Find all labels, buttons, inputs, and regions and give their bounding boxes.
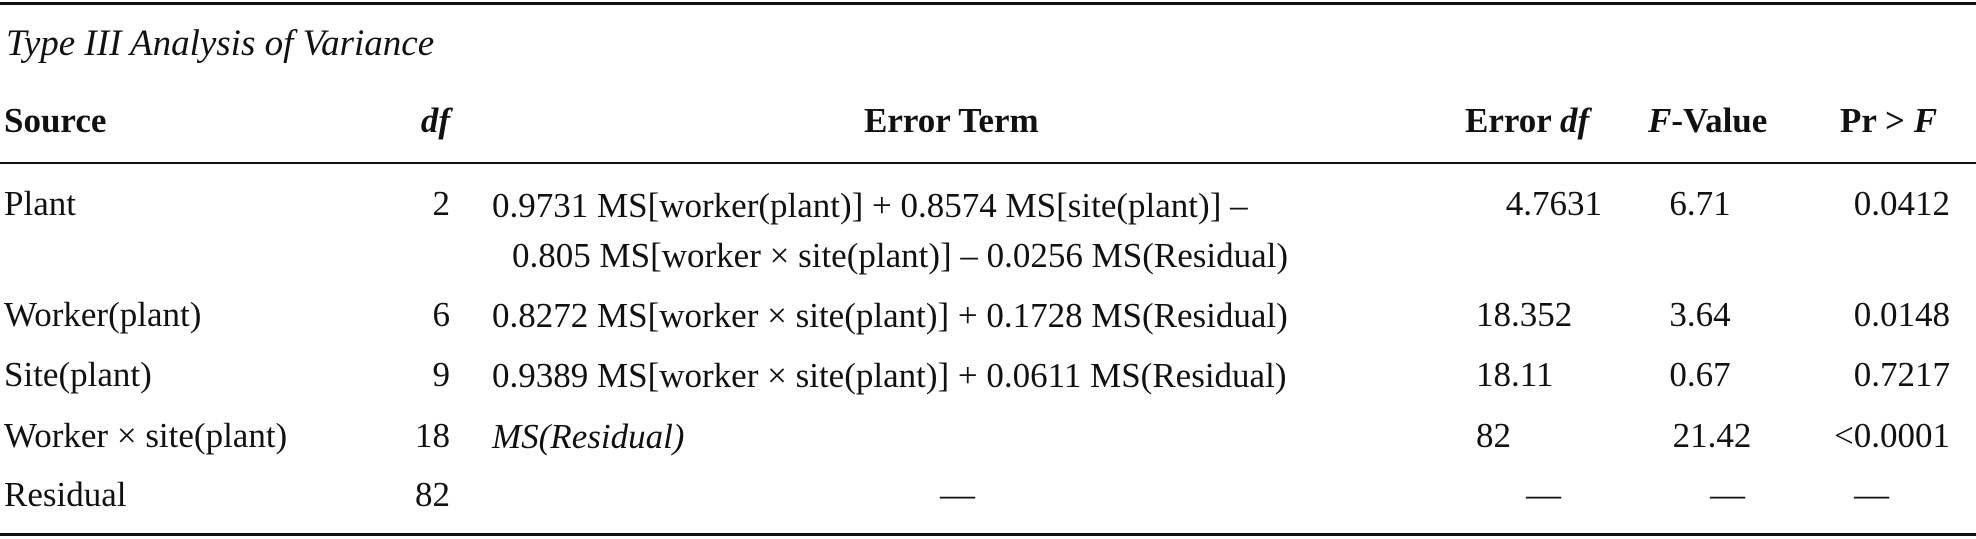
row-worker-site-pr: <0.0001 bbox=[1834, 416, 1950, 455]
row-plant-source: Plant bbox=[4, 184, 76, 223]
row-residual-source: Residual bbox=[4, 475, 127, 514]
row-worker-source: Worker(plant) bbox=[4, 295, 202, 334]
top-rule bbox=[0, 2, 1976, 5]
row-worker-error-df: 18.352 bbox=[1476, 295, 1573, 334]
row-plant-error-term-line2: 0.805 MS[worker × site(plant)] – 0.0256 … bbox=[512, 236, 1289, 275]
row-residual-df: 82 bbox=[415, 475, 450, 514]
header-f-value: F-Value bbox=[1648, 101, 1768, 140]
header-error-df: Error df bbox=[1465, 101, 1590, 140]
header-source: Source bbox=[4, 101, 107, 140]
row-site-error-term: 0.9389 MS[worker × site(plant)] + 0.0611… bbox=[492, 356, 1287, 395]
bottom-rule bbox=[0, 533, 1976, 536]
row-residual-pr: — bbox=[1854, 475, 1889, 514]
row-plant-df: 2 bbox=[432, 184, 451, 223]
row-worker-site-source: Worker × site(plant) bbox=[4, 416, 288, 455]
row-site-error-df: 18.11 bbox=[1476, 355, 1554, 394]
row-worker-site-error-df: 82 bbox=[1476, 416, 1511, 455]
row-site-df: 9 bbox=[432, 355, 451, 394]
row-worker-f-value: 3.64 bbox=[1669, 295, 1731, 334]
header-df: df bbox=[420, 101, 450, 140]
row-plant-pr: 0.0412 bbox=[1853, 184, 1950, 223]
row-site-pr: 0.7217 bbox=[1853, 355, 1950, 394]
row-worker-site-error-term: MS(Residual) bbox=[492, 417, 685, 456]
row-plant-error-df: 4.7631 bbox=[1505, 184, 1602, 223]
header-error-term: Error Term bbox=[864, 101, 1039, 140]
row-worker-pr: 0.0148 bbox=[1853, 295, 1950, 334]
row-site-source: Site(plant) bbox=[4, 355, 152, 394]
row-residual-error-term: — bbox=[940, 475, 975, 514]
row-plant-f-value: 6.71 bbox=[1669, 184, 1731, 223]
row-site-f-value: 0.67 bbox=[1669, 355, 1731, 394]
row-residual-f-value: — bbox=[1710, 475, 1745, 514]
row-worker-df: 6 bbox=[432, 295, 451, 334]
table-caption: Type III Analysis of Variance bbox=[6, 23, 435, 64]
header-pr-f: Pr > F bbox=[1840, 101, 1938, 140]
row-residual-error-df: — bbox=[1526, 475, 1561, 514]
row-plant-error-term-line1: 0.9731 MS[worker(plant)] + 0.8574 MS[sit… bbox=[492, 186, 1248, 225]
row-worker-error-term: 0.8272 MS[worker × site(plant)] + 0.1728… bbox=[492, 296, 1288, 335]
row-worker-site-f-value: 21.42 bbox=[1672, 416, 1752, 455]
row-worker-site-df: 18 bbox=[415, 416, 450, 455]
header-rule bbox=[0, 162, 1976, 164]
